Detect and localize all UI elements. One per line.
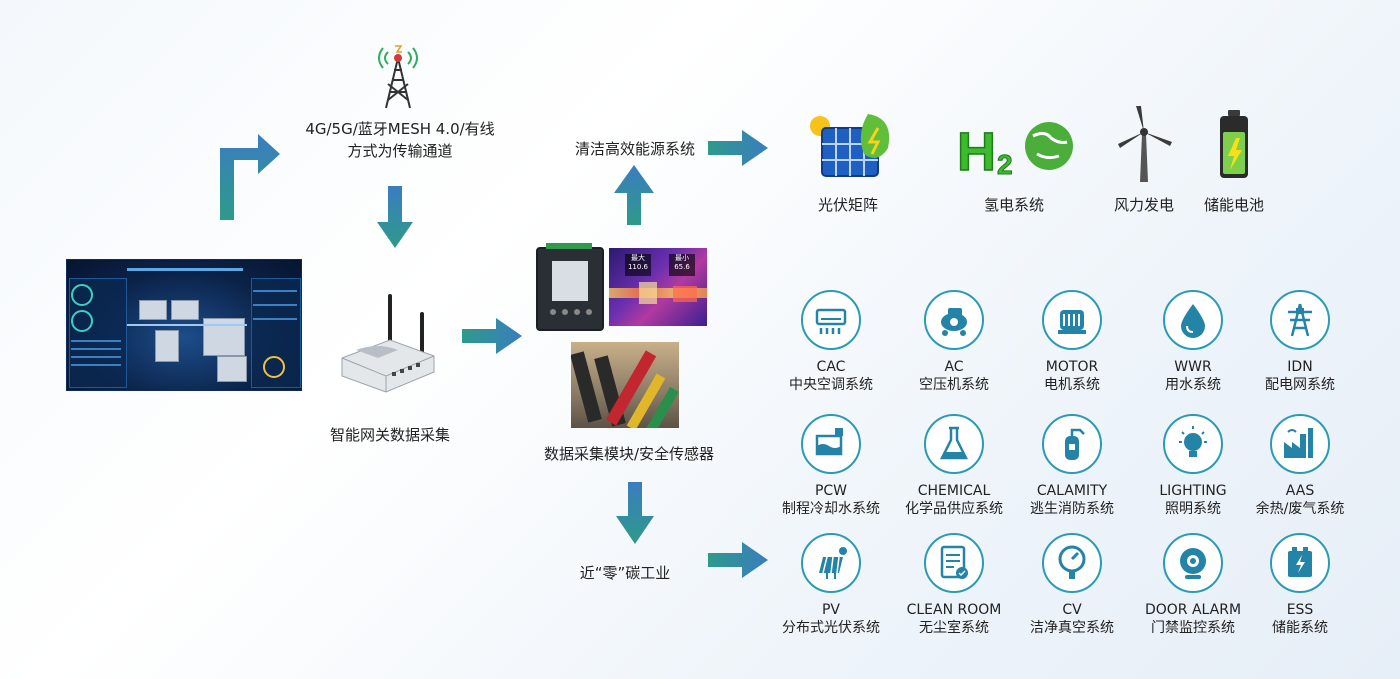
system-name: 配电网系统 [1265, 377, 1335, 393]
system-code: PCW [814, 483, 848, 499]
system-name: 用水系统 [1165, 377, 1221, 393]
system-code: CALAMITY [1036, 483, 1108, 499]
down-arrow-gateway [377, 186, 413, 248]
clean-energy-label: 清洁高效能源系统 [574, 140, 695, 158]
system-code: WWR [1174, 359, 1212, 375]
camera-icon [1163, 533, 1223, 593]
system-tile-pv[interactable]: PV 分布式光伏系统 [743, 533, 919, 637]
energy-item-label: 储能电池 [1203, 196, 1264, 214]
vacuum-gauge-icon [1042, 533, 1102, 593]
energy-item-battery: 储能电池 [1194, 104, 1274, 215]
energy-item-wind: 风力发电 [1104, 104, 1184, 215]
power-meter-device [536, 243, 604, 331]
right-arrow-energy [708, 130, 768, 166]
system-code: PV [821, 602, 841, 618]
thermal-max-label: 最大 [631, 254, 645, 262]
cooling-water-icon [801, 414, 861, 474]
transmission-label-1: 4G/5G/蓝牙MESH 4.0/有线 [305, 120, 495, 138]
solar-panel-icon [810, 114, 890, 177]
storage-battery-icon [1270, 533, 1330, 593]
system-code: IDN [1287, 359, 1313, 375]
thermal-image: 最大 110.6 最小 65.6 [609, 248, 707, 326]
checklist-icon [924, 533, 984, 593]
system-tile-clean-room[interactable]: CLEAN ROOM 无尘室系统 [866, 533, 1042, 637]
battery-icon [1220, 110, 1248, 178]
flask-icon [924, 414, 984, 474]
system-tile-wwr[interactable]: WWR 用水系统 [1105, 290, 1281, 394]
system-tile-pcw[interactable]: PCW 制程冷却水系统 [743, 414, 919, 518]
system-code: CV [1062, 602, 1082, 618]
thermal-max-value: 110.6 [627, 263, 649, 271]
fire-extinguisher-icon [1042, 414, 1102, 474]
system-tile-aas[interactable]: AAS 余热/废气系统 [1212, 414, 1388, 518]
right-arrow-modules [462, 318, 522, 354]
wind-turbine-icon [1118, 106, 1172, 182]
svg-text:H: H [957, 122, 996, 182]
system-name: 门禁监控系统 [1151, 620, 1235, 636]
air-compressor-icon [924, 290, 984, 350]
system-tile-ac[interactable]: AC 空压机系统 [866, 290, 1042, 394]
energy-item-solar: 光伏矩阵 [786, 104, 910, 215]
energy-item-label: 光伏矩阵 [817, 196, 878, 214]
transmission-label-2: 方式为传输通道 [347, 142, 453, 160]
system-name: 洁净真空系统 [1030, 620, 1114, 636]
gateway-router-icon [341, 294, 435, 393]
energy-item-label: 氢电系统 [983, 196, 1044, 214]
thermal-min-label: 最小 [675, 254, 689, 262]
system-code: AC [944, 359, 964, 375]
gateway-label: 智能网关数据采集 [329, 426, 450, 444]
system-name: 化学品供应系统 [905, 501, 1003, 517]
system-code: CAC [816, 359, 846, 375]
system-name: 照明系统 [1165, 501, 1221, 517]
system-tile-door-alarm[interactable]: DOOR ALARM 门禁监控系统 [1105, 533, 1281, 637]
system-name: 储能系统 [1272, 620, 1328, 636]
up-arrow-clean-energy [614, 165, 654, 225]
system-tile-chemical[interactable]: CHEMICAL 化学品供应系统 [866, 414, 1042, 518]
system-tile-lighting[interactable]: LIGHTING 照明系统 [1105, 414, 1281, 518]
system-code: DOOR ALARM [1144, 602, 1242, 618]
system-name: 中央空调系统 [789, 377, 873, 393]
energy-item-hydrogen: H 2 氢电系统 [944, 104, 1084, 215]
system-tile-cv[interactable]: CV 洁净真空系统 [984, 533, 1160, 637]
system-code: MOTOR [1045, 359, 1099, 375]
system-name: 逃生消防系统 [1030, 501, 1114, 517]
monitoring-dashboard-screenshot [66, 259, 302, 391]
system-code: CHEMICAL [917, 483, 991, 499]
energy-item-label: 风力发电 [1113, 196, 1174, 214]
system-name: 无尘室系统 [919, 620, 989, 636]
system-code: ESS [1286, 602, 1314, 618]
svg-text:2: 2 [997, 149, 1013, 180]
thermal-min-value: 65.6 [674, 263, 690, 271]
system-tile-calamity[interactable]: CALAMITY 逃生消防系统 [984, 414, 1160, 518]
cell-tower-icon [378, 45, 418, 109]
h2-earth-icon: H 2 [956, 121, 1073, 183]
system-code: AAS [1285, 483, 1315, 499]
system-name: 分布式光伏系统 [782, 620, 880, 636]
power-tower-icon [1270, 290, 1330, 350]
busbar-sensor-photo [571, 342, 679, 428]
factory-icon [1270, 414, 1330, 474]
zero-carbon-label: 近“零”碳工业 [579, 564, 671, 582]
air-conditioner-icon [801, 290, 861, 350]
lightbulb-icon [1163, 414, 1223, 474]
system-name: 制程冷却水系统 [782, 501, 880, 517]
motor-icon [1042, 290, 1102, 350]
system-tile-cac[interactable]: CAC 中央空调系统 [743, 290, 919, 394]
system-tile-ess[interactable]: ESS 储能系统 [1212, 533, 1388, 637]
right-arrow-systems [708, 542, 768, 578]
down-arrow-zero-carbon [616, 482, 654, 544]
water-drop-icon [1163, 290, 1223, 350]
system-tile-idn[interactable]: IDN 配电网系统 [1212, 290, 1388, 394]
module-label: 数据采集模块/安全传感器 [543, 445, 715, 463]
system-code: CLEAN ROOM [906, 602, 1002, 618]
system-name: 电机系统 [1044, 377, 1100, 393]
system-code: LIGHTING [1159, 483, 1227, 499]
system-name: 空压机系统 [919, 377, 989, 393]
system-tile-motor[interactable]: MOTOR 电机系统 [984, 290, 1160, 394]
system-name: 余热/废气系统 [1255, 501, 1345, 517]
elbow-arrow [220, 134, 280, 220]
pv-panel-icon [801, 533, 861, 593]
